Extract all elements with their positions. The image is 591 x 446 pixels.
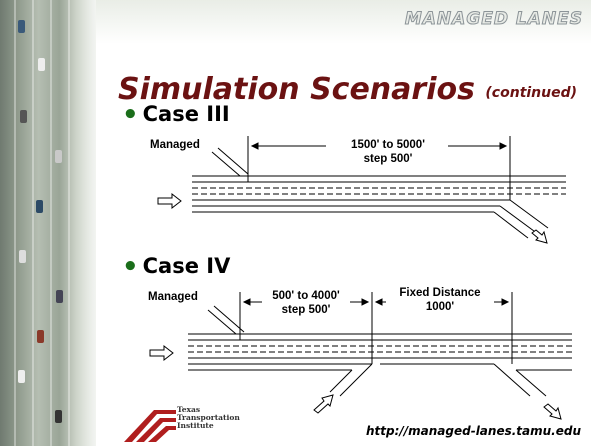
title-sub: (continued) [485, 85, 578, 101]
footer-url: http://managed-lanes.tamu.edu [365, 424, 581, 438]
case3-distance-label: 1500' to 5000' step 500' [351, 139, 425, 165]
case3-managed-label: Managed [150, 139, 200, 151]
tti-logo-icon [124, 410, 176, 442]
case3-diagram [192, 136, 566, 239]
case4-heading: Case IV [142, 254, 231, 278]
photo-fade [78, 0, 118, 446]
tti-logo-text: Texas Transportation Institute [177, 405, 240, 430]
brand-wordmark: MANAGED LANES [404, 9, 583, 30]
case4-bullet: •Case IV [122, 252, 230, 282]
case3-bullet: •Case III [122, 100, 230, 130]
header-bar [96, 0, 591, 44]
case4-managed-label: Managed [148, 291, 198, 303]
bullet-dot-icon: • [122, 100, 139, 130]
title-main: Simulation Scenarios [118, 72, 475, 107]
case4-distance-label: 500' to 4000' step 500' [272, 290, 340, 316]
case4-diagram [188, 292, 572, 397]
case4-fixed-distance-label: Fixed Distance 1000' [399, 287, 481, 313]
slide-title: Simulation Scenarios (continued) [118, 72, 577, 107]
case3-heading: Case III [142, 102, 230, 126]
bullet-dot-icon: • [122, 252, 139, 282]
